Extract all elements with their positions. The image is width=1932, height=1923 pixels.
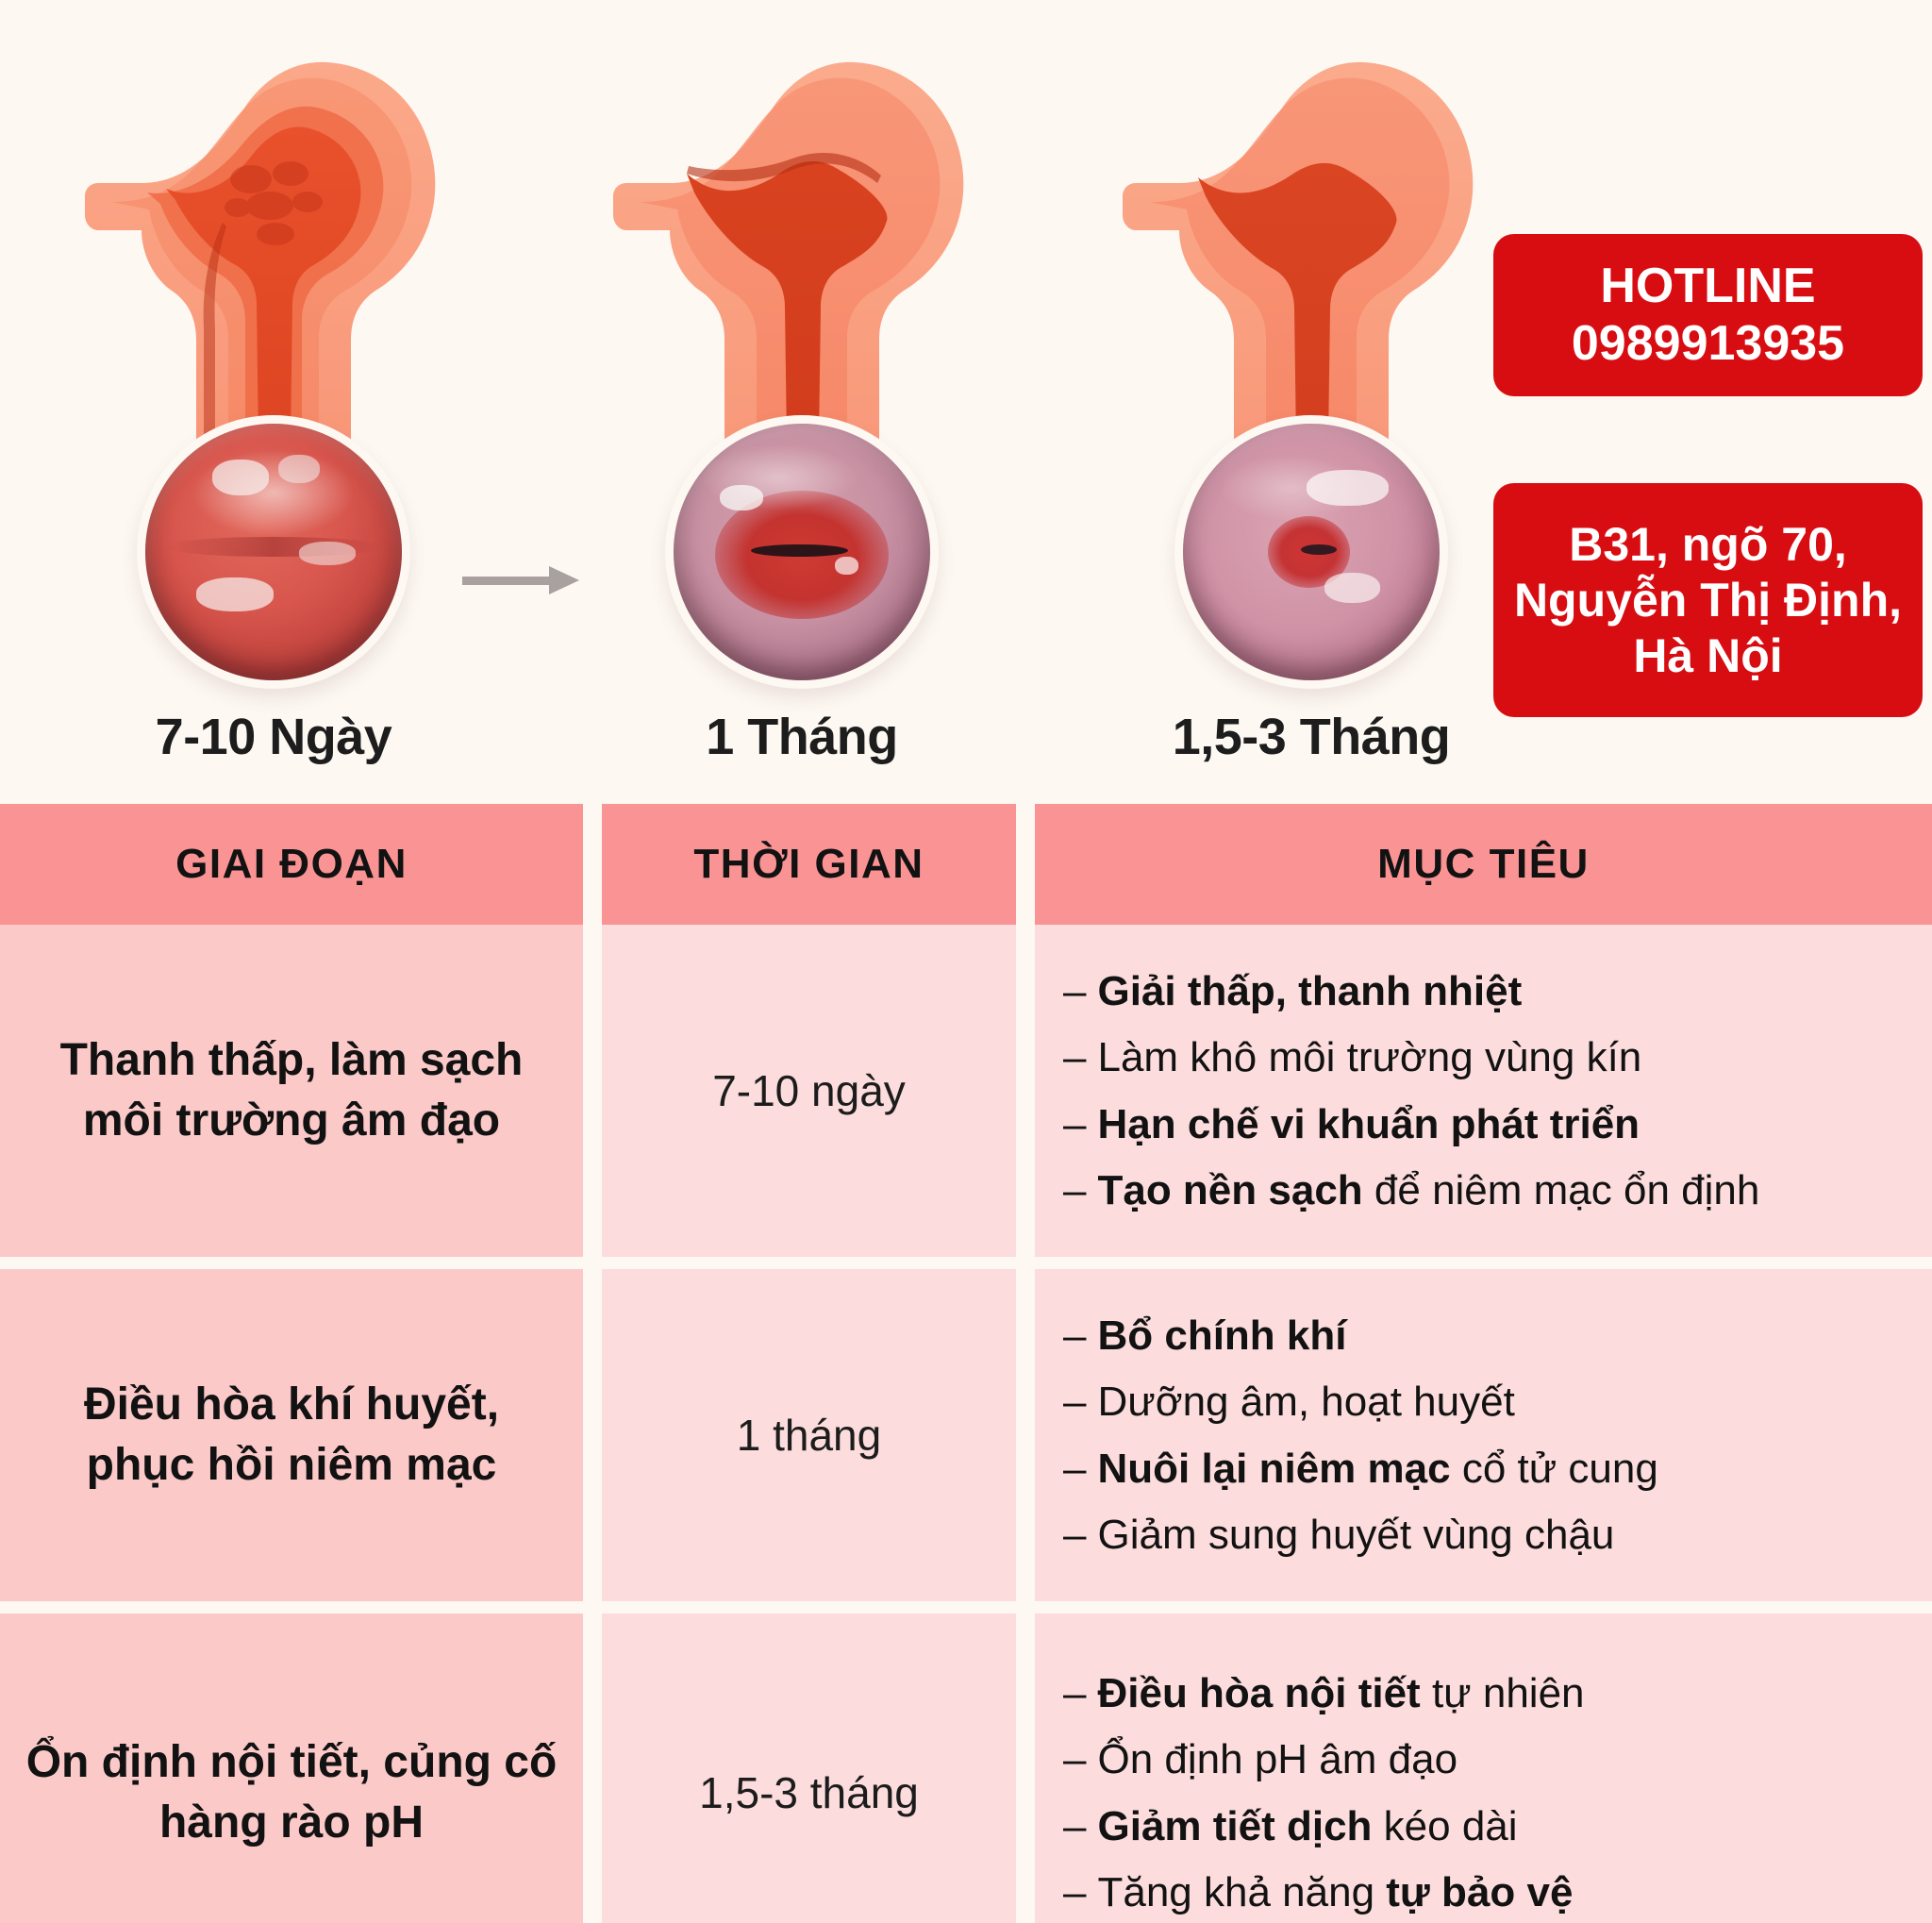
stage-panel-1: 7-10 Ngày	[9, 0, 579, 804]
table-row: Ổn định nội tiết, củng cố hàng rào pH 1,…	[0, 1614, 1932, 1923]
hotline-number: 0989913935	[1571, 316, 1845, 371]
goal-normal: kéo dài	[1372, 1802, 1518, 1849]
goal-bold: Bổ chính khí	[1097, 1312, 1347, 1359]
goal-list: –Điều hòa nội tiết tự nhiên –Ổn định pH …	[1063, 1670, 1932, 1915]
header-label-stage: GIAI ĐOẠN	[175, 841, 408, 887]
stage-name-line2: phục hồi niêm mạc	[86, 1440, 497, 1490]
goal-bold: Tạo nền sạch	[1097, 1166, 1363, 1213]
stages-illustration-section: 7-10 Ngày	[0, 0, 1932, 804]
goal-item: –Giải thấp, thanh nhiệt	[1063, 968, 1932, 1014]
cervix-photo-3	[1174, 415, 1448, 689]
header-label-goal: MỤC TIÊU	[1377, 841, 1590, 887]
cell-time: 1,5-3 tháng	[602, 1614, 1016, 1923]
table-row: Thanh thấp, làm sạch môi trường âm đạo 7…	[0, 925, 1932, 1257]
goal-item: –Làm khô môi trường vùng kín	[1063, 1034, 1932, 1080]
bullet-dash-icon: –	[1063, 1802, 1087, 1849]
duration-text: 1 tháng	[736, 1411, 882, 1460]
goal-normal: tự nhiên	[1420, 1669, 1585, 1716]
goal-normal: Làm khô môi trường vùng kín	[1097, 1034, 1642, 1081]
goal-item: –Hạn chế vi khuẩn phát triển	[1063, 1101, 1932, 1147]
goal-normal: Dưỡng âm, hoạt huyết	[1097, 1379, 1515, 1426]
address-badge[interactable]: B31, ngõ 70, Nguyễn Thị Định, Hà Nội	[1493, 483, 1923, 717]
bullet-dash-icon: –	[1063, 1445, 1087, 1492]
goal-item: –Tăng khả năng tự bảo vệ	[1063, 1869, 1932, 1915]
treatment-phases-table: GIAI ĐOẠN THỜI GIAN MỤC TIÊU Thanh thấp,…	[0, 804, 1932, 1923]
stage-panel-3: 1,5-3 Tháng	[1047, 0, 1575, 804]
goal-bold: Hạn chế vi khuẩn phát triển	[1097, 1100, 1641, 1147]
stage-label-3: 1,5-3 Tháng	[1172, 709, 1451, 765]
table-body: Thanh thấp, làm sạch môi trường âm đạo 7…	[0, 925, 1932, 1923]
stage-label-1: 7-10 Ngày	[155, 709, 392, 765]
header-cell-goal: MỤC TIÊU	[1035, 804, 1932, 925]
cervix-photo-1	[137, 415, 410, 689]
goal-list: –Bổ chính khí –Dưỡng âm, hoạt huyết –Nuô…	[1063, 1313, 1932, 1558]
duration-text: 1,5-3 tháng	[699, 1768, 919, 1817]
cell-stage: Ổn định nội tiết, củng cố hàng rào pH	[0, 1614, 583, 1923]
goal-bold: Điều hòa nội tiết	[1097, 1669, 1421, 1716]
goal-item: –Tạo nền sạch để niêm mạc ổn định	[1063, 1167, 1932, 1213]
cell-stage: Thanh thấp, làm sạch môi trường âm đạo	[0, 925, 583, 1257]
address-line-1: B31, ngõ 70,	[1569, 517, 1847, 571]
bullet-dash-icon: –	[1063, 1868, 1087, 1915]
stage-name-line1: Thanh thấp, làm sạch	[59, 1034, 524, 1085]
stage-name-line1: Ổn định nội tiết, củng cố	[25, 1736, 558, 1787]
goal-item: –Bổ chính khí	[1063, 1313, 1932, 1359]
goal-item: –Ổn định pH âm đạo	[1063, 1736, 1932, 1782]
arrow-icon-1	[462, 566, 585, 594]
goal-normal: Giảm sung huyết vùng chậu	[1097, 1511, 1615, 1558]
bullet-dash-icon: –	[1063, 1736, 1087, 1783]
bullet-dash-icon: –	[1063, 1312, 1087, 1359]
address-line-2: Nguyễn Thị Định,	[1513, 573, 1903, 627]
hotline-title: HOTLINE	[1600, 258, 1816, 313]
goal-list: –Giải thấp, thanh nhiệt –Làm khô môi trư…	[1063, 968, 1932, 1213]
table-row: Điều hòa khí huyết, phục hồi niêm mạc 1 …	[0, 1269, 1932, 1601]
stage-panel-2: 1 Tháng	[538, 0, 1617, 804]
stage-name-text: Ổn định nội tiết, củng cố hàng rào pH	[8, 1732, 576, 1854]
cell-goal: –Điều hòa nội tiết tự nhiên –Ổn định pH …	[1035, 1614, 1932, 1923]
goal-item: –Giảm tiết dịch kéo dài	[1063, 1803, 1932, 1849]
bullet-dash-icon: –	[1063, 1379, 1087, 1426]
stage-name-line2: môi trường âm đạo	[82, 1095, 501, 1145]
cell-goal: –Bổ chính khí –Dưỡng âm, hoạt huyết –Nuô…	[1035, 1269, 1932, 1601]
goal-normal: để niêm mạc ổn định	[1362, 1166, 1760, 1213]
goal-bold: Giảm tiết dịch	[1097, 1802, 1373, 1849]
bullet-dash-icon: –	[1063, 967, 1087, 1014]
stage-name-text: Thanh thấp, làm sạch môi trường âm đạo	[42, 1030, 542, 1152]
goal-normal: cổ tử cung	[1450, 1445, 1658, 1492]
goal-bold: Nuôi lại niêm mạc	[1097, 1445, 1451, 1492]
table-header-row: GIAI ĐOẠN THỜI GIAN MỤC TIÊU	[0, 804, 1932, 925]
goal-item: –Điều hòa nội tiết tự nhiên	[1063, 1670, 1932, 1716]
cell-time: 7-10 ngày	[602, 925, 1016, 1257]
header-label-time: THỜI GIAN	[693, 841, 924, 887]
cell-time: 1 tháng	[602, 1269, 1016, 1601]
goal-normal: Ổn định pH âm đạo	[1097, 1736, 1458, 1783]
stage-name-text: Điều hòa khí huyết, phục hồi niêm mạc	[65, 1375, 518, 1497]
bullet-dash-icon: –	[1063, 1100, 1087, 1147]
goal-bold-suffix: tự bảo vệ	[1386, 1868, 1574, 1915]
goal-item: –Giảm sung huyết vùng chậu	[1063, 1512, 1932, 1558]
duration-text: 7-10 ngày	[712, 1066, 906, 1115]
stage-label-2: 1 Tháng	[706, 709, 898, 765]
address-line-3: Hà Nội	[1633, 628, 1783, 682]
bullet-dash-icon: –	[1063, 1511, 1087, 1558]
header-cell-time: THỜI GIAN	[602, 804, 1016, 925]
stage-name-line2: hàng rào pH	[158, 1798, 424, 1848]
bullet-dash-icon: –	[1063, 1034, 1087, 1081]
cell-stage: Điều hòa khí huyết, phục hồi niêm mạc	[0, 1269, 583, 1601]
cell-goal: –Giải thấp, thanh nhiệt –Làm khô môi trư…	[1035, 925, 1932, 1257]
bullet-dash-icon: –	[1063, 1669, 1087, 1716]
stage-name-line1: Điều hòa khí huyết,	[83, 1379, 500, 1430]
goal-bold: Giải thấp, thanh nhiệt	[1097, 967, 1523, 1014]
bullet-dash-icon: –	[1063, 1166, 1087, 1213]
header-cell-stage: GIAI ĐOẠN	[0, 804, 583, 925]
goal-item: –Dưỡng âm, hoạt huyết	[1063, 1379, 1932, 1425]
cervix-photo-2	[665, 415, 939, 689]
goal-item: –Nuôi lại niêm mạc cổ tử cung	[1063, 1446, 1932, 1492]
goal-normal: Tăng khả năng	[1097, 1868, 1387, 1915]
hotline-badge[interactable]: HOTLINE 0989913935	[1493, 234, 1923, 396]
